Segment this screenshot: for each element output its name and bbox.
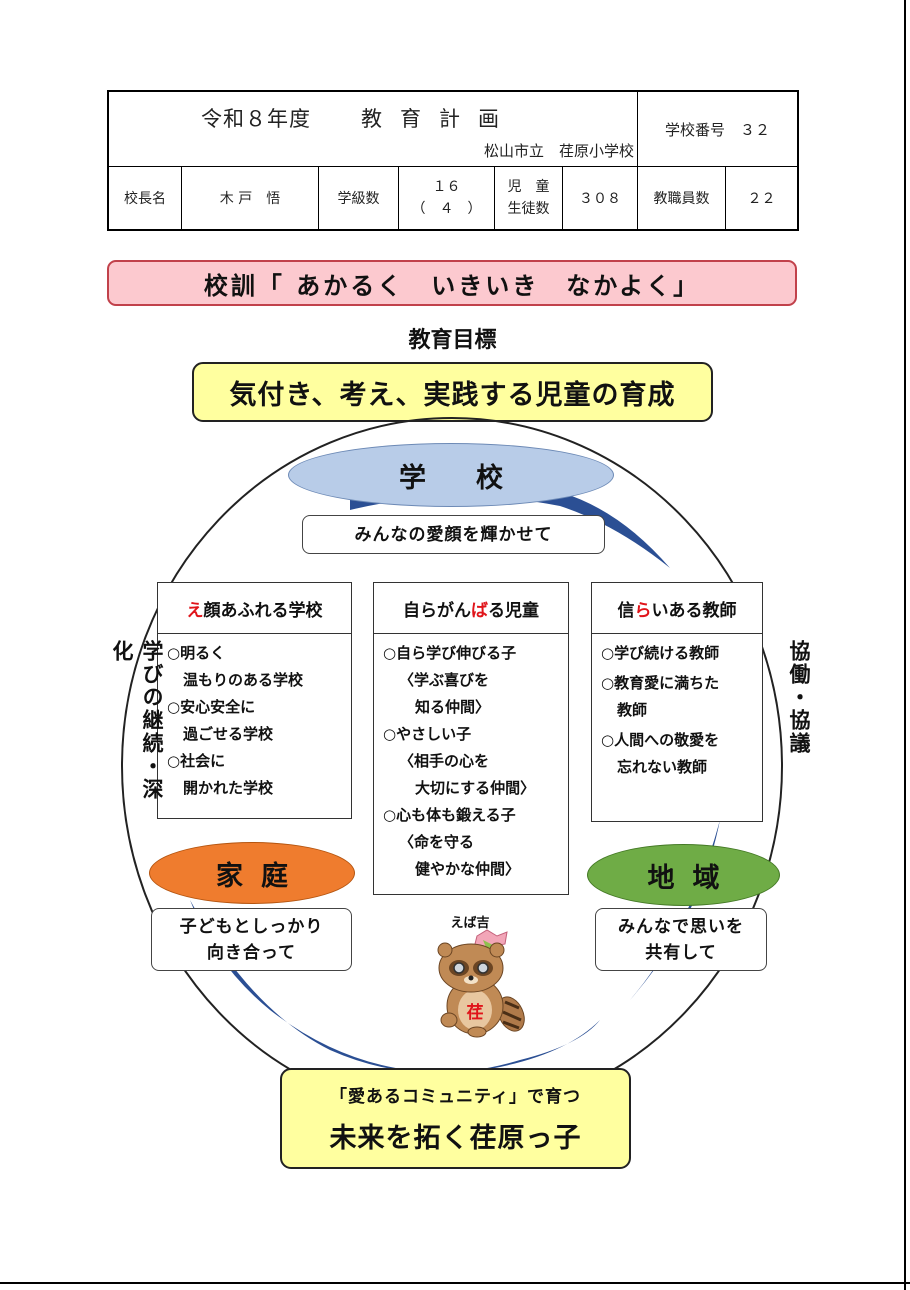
item-line: ○自ら学び伸びる子: [383, 644, 517, 662]
school-motto: 校訓「 あかるく いきいき なかよく」: [107, 260, 797, 306]
heading-text: る児童: [488, 600, 539, 621]
mascot-chest-char: 荏: [467, 1002, 484, 1023]
classes-special: （ ４ ）: [411, 201, 482, 217]
vision-line2: 未来を拓く荏原っ子: [329, 1123, 582, 1154]
students-value: ３０８: [579, 191, 621, 207]
principal-label: 校長名: [124, 191, 166, 207]
plan-year: 令和８年度: [201, 107, 311, 131]
students-label-line1: 児 童: [507, 179, 550, 195]
column-heading: 信らいある教師: [592, 583, 762, 634]
item-line: ○教育愛に満ちた: [601, 674, 720, 692]
item-line: ○学び続ける教師: [601, 644, 720, 662]
school-message: みんなの愛顔を輝かせて: [302, 515, 605, 554]
plan-main-title: 教育計画: [361, 107, 517, 131]
heading-text: 顔あふれる学校: [203, 600, 323, 621]
goal-heading: 教育目標: [408, 328, 497, 353]
item-line: 〈相手の心を: [399, 752, 490, 770]
community-message-line1: みんなで思いを: [618, 916, 744, 937]
column-smile-school: え顔あふれる学校 ○明るく温もりのある学校 ○安心安全に過ごせる学校 ○社会に開…: [157, 582, 352, 819]
column-trusted-teachers: 信らいある教師 ○学び続ける教師 ○教育愛に満ちた教師 ○人間への敬愛を忘れない…: [591, 582, 763, 822]
item-line: ○人間への敬愛を: [601, 731, 720, 749]
page-edge-bottom: [0, 1282, 910, 1284]
education-goal: 気付き、考え、実践する児童の育成: [192, 362, 713, 422]
classes-label: 学級数: [337, 191, 380, 207]
school-number: 学校番号 ３２: [664, 120, 770, 139]
plan-title: 令和８年度 教育計画: [129, 98, 629, 138]
community-message: みんなで思いを共有して: [595, 908, 767, 971]
list-item: ○自ら学び伸びる子〈学ぶ喜びを知る仲間〉: [383, 640, 568, 721]
list-item: ○学び続ける教師: [601, 640, 762, 667]
mascot-name: えば吉: [450, 916, 490, 931]
column-heading: 自らがんばる児童: [374, 583, 568, 634]
item-line: 〈命を守る: [399, 833, 475, 851]
item-line: 大切にする仲間〉: [415, 779, 536, 797]
item-line: ○心も体も鍛える子: [383, 806, 516, 824]
item-line: 知る仲間〉: [415, 698, 491, 716]
side-label-left: 学びの継続・深化: [110, 640, 164, 801]
list-item: ○人間への敬愛を忘れない教師: [601, 727, 762, 781]
item-line: ○やさしい子: [383, 725, 472, 743]
page-edge-right: [904, 0, 906, 1290]
list-item: ○心も体も鍛える子〈命を守る健やかな仲間〉: [383, 802, 568, 883]
list-item: ○やさしい子〈相手の心を大切にする仲間〉: [383, 721, 568, 802]
header-table: 令和８年度 教育計画 松山市立 荏原小学校 学校番号 ３２ 校長名 木 戸 悟 …: [107, 90, 799, 231]
list-item: ○明るく温もりのある学校: [167, 640, 351, 694]
classes-value: １６ （ ４ ）: [399, 167, 494, 229]
staff-value: ２２: [747, 191, 776, 207]
item-line: 忘れない教師: [617, 758, 708, 776]
home-message-line1: 子どもとしっかり: [179, 916, 324, 937]
students-label: 児 童 生徒数: [495, 167, 562, 229]
heading-text: いある教師: [651, 600, 737, 621]
item-line: 〈学ぶ喜びを: [399, 671, 490, 689]
heading-accent: え: [186, 600, 204, 621]
item-line: ○明るく: [167, 644, 226, 662]
vision-box: 「愛あるコミュニティ」で育つ 未来を拓く荏原っ子: [280, 1068, 631, 1169]
community-ellipse: 地域: [587, 844, 780, 906]
staff-label: 教職員数: [653, 191, 710, 207]
list-item: ○社会に開かれた学校: [167, 748, 351, 802]
home-message-line2: 向き合って: [206, 942, 297, 963]
item-line: 健やかな仲間〉: [415, 860, 521, 878]
home-message: 子どもとしっかり向き合って: [151, 908, 352, 971]
column-striving-children: 自らがんばる児童 ○自ら学び伸びる子〈学ぶ喜びを知る仲間〉 ○やさしい子〈相手の…: [373, 582, 569, 895]
classes-total: １６: [432, 179, 461, 195]
item-line: 温もりのある学校: [183, 671, 304, 689]
students-label-line2: 生徒数: [507, 201, 550, 217]
principal-name: 木 戸 悟: [219, 191, 281, 207]
item-line: ○社会に: [167, 752, 226, 770]
item-line: 開かれた学校: [183, 779, 274, 797]
item-line: 教師: [617, 701, 648, 719]
side-label-right: 協働・協議: [787, 640, 811, 755]
home-ellipse: 家庭: [149, 842, 355, 904]
vision-line1: 「愛あるコミュニティ」で育つ: [330, 1087, 581, 1107]
heading-accent: ら: [634, 600, 652, 621]
list-item: ○教育愛に満ちた教師: [601, 670, 762, 724]
school-ellipse: 学校: [288, 443, 614, 507]
community-message-line2: 共有して: [645, 942, 717, 963]
list-item: ○安心安全に過ごせる学校: [167, 694, 351, 748]
heading-accent: ば: [471, 600, 488, 621]
item-line: 過ごせる学校: [183, 725, 274, 743]
heading-text: 信: [617, 600, 635, 621]
school-name: 松山市立 荏原小学校: [483, 141, 634, 160]
item-line: ○安心安全に: [167, 698, 256, 716]
heading-text: 自らがん: [403, 600, 471, 621]
column-heading: え顔あふれる学校: [158, 583, 351, 634]
tanuki-mascot-icon: 荏: [437, 929, 525, 1038]
